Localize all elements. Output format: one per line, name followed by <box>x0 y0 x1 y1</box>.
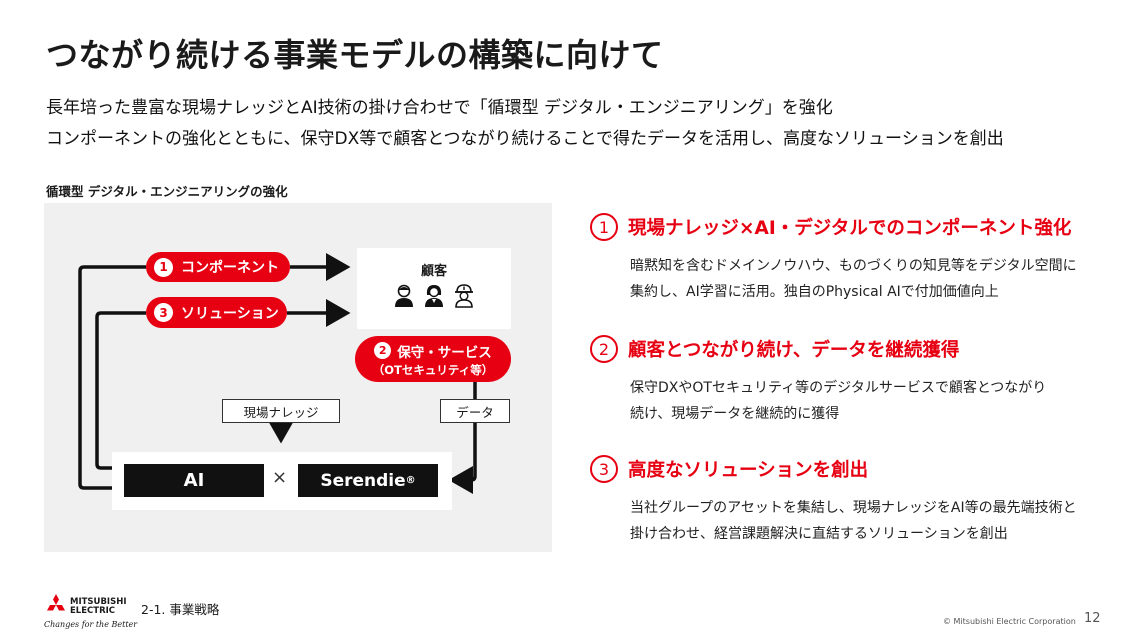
page-number: 12 <box>1084 611 1101 626</box>
point-3-number: 3 <box>590 455 618 483</box>
logo-line-1: MITSUBISHI <box>70 597 127 607</box>
point-2: 2 顧客とつながり続け、データを継続獲得 保守DXやOTセキュリティ等のデジタル… <box>590 335 1046 427</box>
subtitle-line-2: コンポーネントの強化とともに、保守DX等で顧客とつながり続けることで得たデータを… <box>46 129 1004 149</box>
point-3-heading: 高度なソリューションを創出 <box>628 460 869 481</box>
logo-line-2: ELECTRIC <box>70 606 116 616</box>
serendie-label: Serendie <box>320 470 406 491</box>
registered-mark: ® <box>405 475 416 486</box>
mitsubishi-logo-icon <box>47 594 65 611</box>
point-2-number: 2 <box>590 335 618 363</box>
field-knowledge-tag: 現場ナレッジ <box>222 399 340 423</box>
solution-label: ソリューション <box>181 305 279 322</box>
diagram-label: 循環型 デジタル・エンジニアリングの強化 <box>46 184 288 199</box>
point-1-body-line-2: 集約し、AI学習に活用。独自のPhysical AIで付加価値向上 <box>630 284 999 300</box>
maintenance-sublabel: （OTセキュリティ等） <box>372 362 494 377</box>
maintenance-service-pill: 2 保守・サービス （OTセキュリティ等） <box>355 336 511 382</box>
solution-pill: 3 ソリューション <box>146 297 287 328</box>
copyright: © Mitsubishi Electric Corporation <box>943 617 1076 626</box>
point-1-number: 1 <box>590 213 618 241</box>
maintenance-label: 保守・サービス <box>397 344 492 361</box>
serendie-box: Serendie® <box>298 464 438 497</box>
section-label: 2-1. 事業戦略 <box>141 602 220 617</box>
point-2-body-line-2: 続け、現場データを継続的に獲得 <box>630 406 840 422</box>
point-2-body-line-1: 保守DXやOTセキュリティ等のデジタルサービスで顧客とつながり <box>630 380 1047 396</box>
maintenance-number: 2 <box>374 342 392 359</box>
point-1-body-line-1: 暗黙知を含むドメインノウハウ、ものづくりの知見等をデジタル空間に <box>630 258 1077 274</box>
point-3-body-line-1: 当社グループのアセットを集結し、現場ナレッジをAI等の最先端技術と <box>630 500 1077 516</box>
component-pill: 1 コンポーネント <box>146 252 290 282</box>
page-title: つながり続ける事業モデルの構築に向けて <box>46 36 664 74</box>
subtitle-line-1: 長年培った豊富な現場ナレッジとAI技術の掛け合わせで「循環型 デジタル・エンジニ… <box>46 98 833 118</box>
point-2-heading: 顧客とつながり続け、データを継続獲得 <box>628 340 960 361</box>
component-label: コンポーネント <box>181 260 279 276</box>
component-number: 1 <box>154 257 173 277</box>
point-3-body-line-2: 掛け合わせ、経営課題解決に直結するソリューションを創出 <box>630 526 1008 542</box>
logo-tagline: Changes for the Better <box>44 620 138 629</box>
point-1: 1 現場ナレッジ×AI・デジタルでのコンポーネント強化 暗黙知を含むドメインノウ… <box>590 213 1077 305</box>
solution-number: 3 <box>154 303 173 322</box>
point-3: 3 高度なソリューションを創出 当社グループのアセットを集結し、現場ナレッジをA… <box>590 455 1077 547</box>
logo-wordmark: MITSUBISHI ELECTRIC <box>70 598 126 616</box>
point-1-heading: 現場ナレッジ×AI・デジタルでのコンポーネント強化 <box>628 218 1072 239</box>
customer-woman-icon <box>425 285 443 307</box>
data-tag: データ <box>440 399 510 423</box>
customer-worker-icon <box>455 284 473 308</box>
customer-person-icon <box>395 284 413 307</box>
times-symbol: × <box>272 467 288 488</box>
customer-box: 顧客 <box>357 248 511 329</box>
customer-label: 顧客 <box>420 264 447 279</box>
ai-box: AI <box>124 464 264 497</box>
